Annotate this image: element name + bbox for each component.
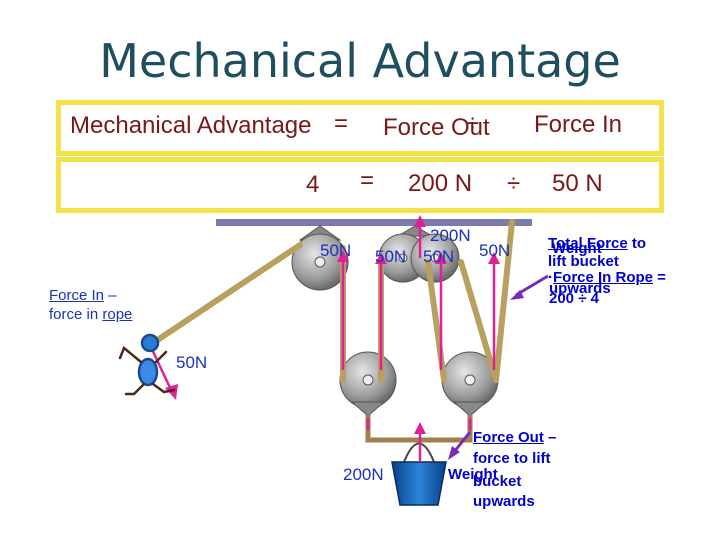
label-rope-left: 50N: [320, 241, 352, 260]
formula-term-force-in: Force In: [534, 111, 623, 138]
note-force-in-rope-term: Force In Rope: [553, 269, 654, 286]
lower-pulley-left: [339, 351, 397, 417]
force-in-rope: rope: [102, 306, 133, 323]
label-rope-mid1: 50N: [375, 247, 407, 266]
value-divide: ÷: [507, 170, 521, 197]
force-out-upwards: upwards: [473, 493, 535, 510]
note-upwards-overlap: upwards: [549, 280, 611, 297]
note-arrow-lower: [448, 431, 472, 460]
force-out-dash: –: [543, 429, 557, 446]
formula-divide: ÷: [466, 110, 480, 137]
note-bullet: ·: [548, 269, 553, 286]
note-arrow-upper: [510, 274, 549, 300]
force-arrows: [337, 215, 500, 462]
note-force-in-rope: ·Force In Rope =: [548, 269, 666, 286]
note-equals: =: [653, 269, 666, 286]
label-rope-mid2: 50N: [423, 247, 455, 266]
label-rope-right: 50N: [479, 241, 511, 260]
upper-pulley-middle: [378, 225, 460, 283]
force-out-line2: force to lift: [473, 450, 551, 467]
force-in-note: Force In – force in rope: [49, 286, 132, 324]
label-pull: 50N: [176, 353, 208, 372]
formula-term-force-out: Force Out: [383, 114, 490, 141]
force-out-weight: Weight: [448, 466, 498, 483]
note-weight-overlap: Weight: [552, 240, 602, 257]
pull-arrow: [148, 344, 178, 400]
value-force-out: 200 N: [408, 170, 473, 197]
values-box: [56, 157, 664, 213]
force-in-dash: –: [104, 287, 117, 304]
ceiling-bar: [216, 219, 532, 226]
note-to: to: [627, 235, 647, 252]
label-top-total: 200N: [430, 226, 471, 245]
force-out-line1: Force Out –: [473, 429, 556, 446]
value-force-in: 50 N: [552, 170, 603, 197]
note-total-force-term: Total Force: [548, 235, 628, 252]
force-out-term: Force Out: [473, 429, 544, 446]
lower-arrows: [366, 418, 472, 430]
force-out-bucket: bucket: [473, 473, 522, 490]
note-calc: 200 ÷ 4: [549, 290, 599, 307]
formula-equals: =: [334, 110, 349, 137]
page-title: Mechanical Advantage: [99, 34, 621, 88]
force-in-term: Force In: [49, 287, 105, 304]
value-ma: 4: [306, 171, 320, 198]
note-lift-bucket: lift bucket: [548, 253, 619, 270]
formula-box: [56, 100, 664, 156]
stick-figure: [118, 333, 176, 396]
label-bottom: 200N: [343, 465, 384, 484]
value-equals: =: [360, 167, 375, 194]
note-total-force: Total Force to: [548, 235, 646, 252]
formula-term-ma: Mechanical Advantage: [70, 112, 312, 139]
force-in-desc: force in: [49, 306, 99, 323]
